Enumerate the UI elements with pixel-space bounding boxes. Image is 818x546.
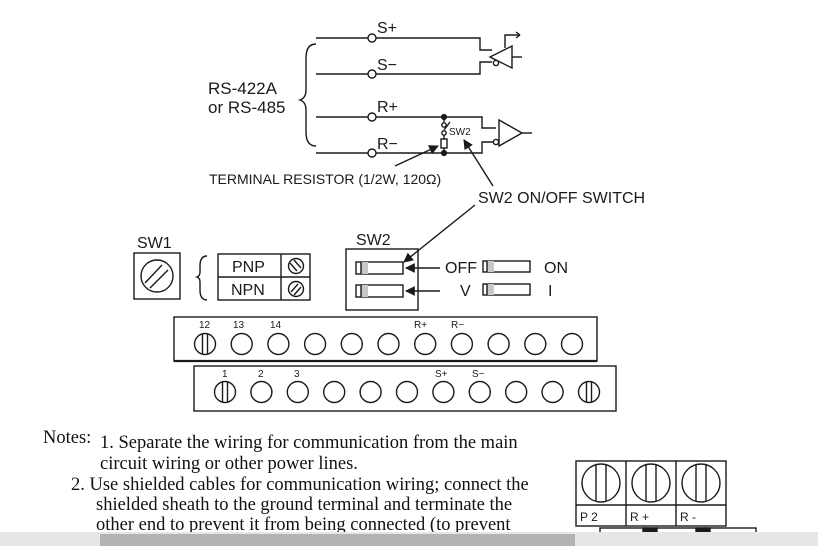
note-line-3: 2. Use shielded cables for communication… [71, 475, 529, 495]
bus-label-line1: RS-422A [208, 79, 278, 98]
legend-switch-v-i [482, 283, 531, 296]
inset-terminal-block [575, 460, 727, 527]
sw2-contact-bottom [441, 130, 447, 136]
notes-label: Notes: [43, 428, 92, 448]
s-minus-label: S− [377, 57, 397, 74]
upper-terminal-screw [193, 332, 217, 356]
inset-label-p2: P 2 [580, 510, 598, 524]
sw2-blade [443, 121, 451, 131]
upper-terminal-screw [487, 332, 510, 356]
scroll-thumb[interactable] [100, 534, 575, 546]
sw2-row2-right: I [548, 283, 552, 300]
note-line-1: 1. Separate the wiring for communication… [100, 433, 518, 453]
lower-terminal-label-3: 3 [294, 369, 300, 380]
lower-terminal-screw [505, 380, 528, 404]
note-line-5: other end to prevent it from being conne… [96, 515, 511, 535]
upper-terminal-screw [560, 332, 584, 356]
sw2-switch-1[interactable] [355, 261, 404, 275]
upper-terminal-screw [267, 332, 290, 356]
bus-label-line2: or RS-485 [208, 98, 285, 117]
r-minus-label: R− [377, 136, 398, 153]
lower-terminal-screw [213, 380, 237, 404]
upper-terminal-label-14: 14 [270, 320, 282, 331]
lower-terminal-screw [577, 380, 601, 404]
upper-terminal-screw [414, 332, 437, 356]
receiver-amplifier [498, 118, 524, 148]
upper-terminal-screw [340, 332, 363, 356]
lower-terminal-screw [432, 380, 455, 404]
terminal-resistor [440, 138, 448, 149]
lower-terminal-screw [468, 380, 491, 404]
lower-terminal-screw [541, 380, 564, 404]
lower-terminal-screw [359, 380, 382, 404]
driver-invert-bubble [492, 59, 500, 67]
sw1-option-npn: NPN [231, 282, 265, 299]
sw2-panel-arrow [403, 204, 476, 263]
inset-screw-rplus [631, 463, 671, 503]
lower-terminal-screw [323, 380, 346, 404]
sw2-row2-left: V [460, 283, 471, 300]
sw2-contact-top [441, 122, 447, 128]
s-minus-terminal [367, 69, 377, 79]
lower-terminal-label-splus: S+ [435, 369, 448, 380]
receiver-invert-bubble [492, 138, 500, 146]
note-line-2: circuit wiring or other power lines. [100, 454, 358, 474]
bus-brace [297, 43, 317, 147]
upper-terminal-label-rplus: R+ [414, 320, 427, 331]
switch-callout-text: SW2 ON/OFF SWITCH [478, 190, 645, 207]
r-plus-label: R+ [377, 99, 398, 116]
resistor-callout-text: TERMINAL RESISTOR (1/2W, 120Ω) [209, 171, 441, 187]
s-plus-terminal [367, 33, 377, 43]
sw2-switch-2[interactable] [355, 284, 404, 298]
upper-terminal-label-13: 13 [233, 320, 245, 331]
resistor-callout-arrow [394, 145, 439, 167]
sw2-row1-left: OFF [445, 260, 477, 277]
sw2-title: SW2 [356, 232, 391, 249]
r-minus-terminal [367, 148, 377, 158]
s-plus-label: S+ [377, 20, 397, 37]
sw2-row1-right: ON [544, 260, 568, 277]
inset-screw-rminus [681, 463, 721, 503]
sw2-panel [345, 248, 419, 311]
sw1-rotary-dial[interactable] [140, 259, 174, 293]
lower-terminal-label-2: 2 [258, 369, 264, 380]
sw1-option-pnp: PNP [232, 259, 265, 276]
legend-switch-off-on [482, 260, 531, 273]
npn-dial-icon [287, 280, 305, 298]
upper-terminal-screw [303, 332, 327, 356]
sw1-dial-box [133, 252, 181, 300]
sw1-brace [194, 255, 208, 301]
lower-terminal-label-sminus: S− [472, 369, 485, 380]
sw1-title: SW1 [137, 235, 172, 252]
upper-terminal-screw [230, 332, 253, 356]
sw2-circuit-label: SW2 [449, 127, 471, 138]
inset-label-rplus: R + [630, 510, 649, 524]
upper-terminal-screw [377, 332, 400, 356]
r-plus-terminal [367, 112, 377, 122]
upper-terminal-screw [524, 332, 547, 356]
upper-terminal-label-12: 12 [199, 320, 211, 331]
lower-terminal-label-1: 1 [222, 369, 228, 380]
upper-terminal-screw [450, 332, 474, 356]
upper-terminal-label-rminus: R− [451, 320, 464, 331]
pnp-dial-icon [287, 257, 305, 275]
lower-terminal-block [193, 365, 617, 412]
note-line-4: shielded sheath to the ground terminal a… [96, 495, 513, 515]
lower-terminal-screw [250, 380, 273, 404]
inset-label-rminus: R - [680, 510, 696, 524]
inset-screw-p2 [581, 463, 621, 503]
lower-terminal-screw [286, 380, 309, 404]
switch-callout-arrow [463, 139, 494, 187]
lower-terminal-screw [395, 380, 419, 404]
